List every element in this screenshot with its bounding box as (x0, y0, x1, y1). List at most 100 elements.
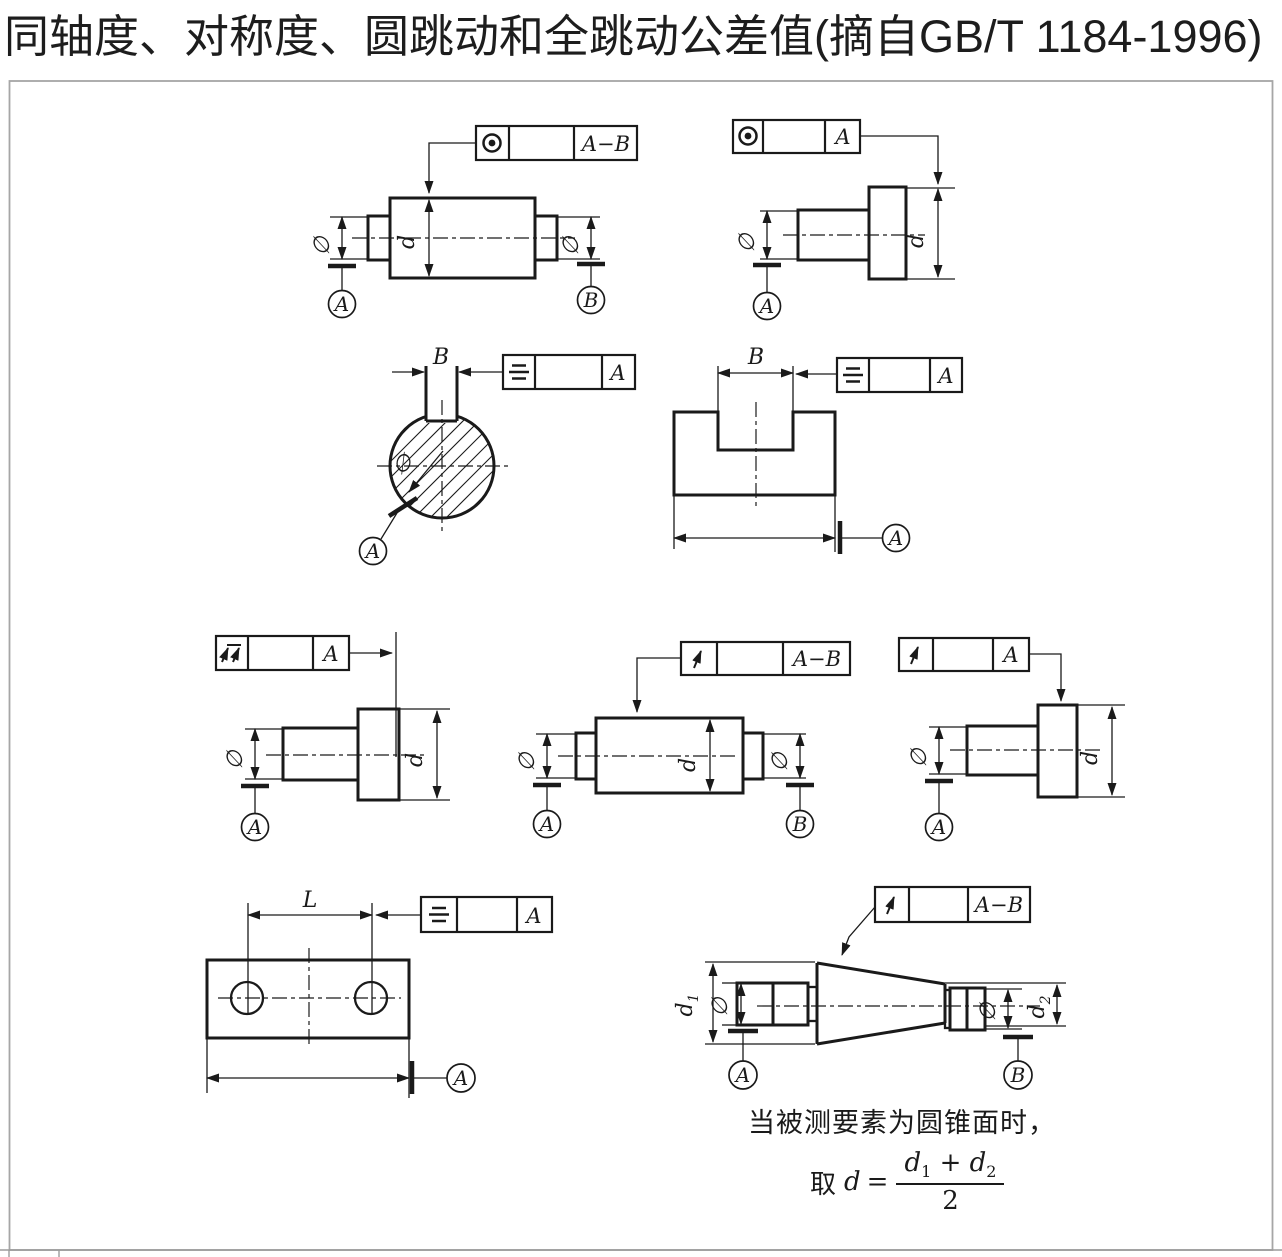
circular-runout-icon (909, 646, 919, 665)
drawing-symmetry-slot-block: B A A (672, 345, 964, 554)
feature-control-frame: A (835, 356, 964, 394)
d-label: d (676, 758, 701, 772)
dimensions (245, 708, 450, 801)
datum-a-label: A (758, 294, 774, 318)
datum-a: A (240, 783, 270, 842)
datum-a: A (728, 1028, 758, 1090)
page-title: 同轴度、对称度、圆跳动和全跳动公差值(摘自GB/T 1184-1996) (4, 11, 1263, 62)
dimensions (377, 367, 508, 532)
dimensions (760, 187, 955, 280)
frame-datum-label: A−B (580, 132, 630, 156)
dimensions (673, 366, 836, 552)
frame-datum-label: A (1001, 643, 1018, 667)
frame-datum-label: A (321, 642, 338, 666)
d2-label: d2 (1025, 995, 1054, 1018)
feature-control-frame: A−B (873, 885, 1032, 924)
drawing-circular-runout-stepped-shaft: A ∅ d A (897, 636, 1125, 842)
datum-a-label: A (734, 1063, 750, 1087)
datum-a-label: A (538, 812, 554, 836)
d1-label: d1 (673, 993, 702, 1016)
d-label: d (403, 753, 428, 767)
dimensions (206, 903, 410, 1098)
datum-b: B (576, 261, 606, 315)
datum-a: A (752, 262, 782, 321)
d-label: d (395, 235, 420, 249)
formula-var: d (844, 1167, 861, 1198)
datum-a-label: A (452, 1066, 468, 1090)
datum-a: A (837, 521, 911, 554)
diameter-label: ∅ (310, 236, 335, 256)
b-label: B (747, 345, 764, 370)
feature-control-frame: A (419, 895, 554, 934)
symmetry-icon (843, 367, 863, 383)
frame-datum-label: A (524, 904, 541, 928)
datum-a: A (409, 1061, 476, 1094)
datum-a: A (924, 778, 954, 842)
feature-control-frame: A (731, 118, 862, 155)
diameter-label: ∅ (768, 752, 793, 772)
drawing-coaxiality-shaft-a-b: A−B ∅ ∅ d A (310, 124, 639, 319)
feature-control-frame: A (501, 353, 637, 391)
frame-datum-label: A−B (973, 893, 1023, 917)
leader-line (632, 657, 681, 713)
circular-runout-icon (885, 896, 895, 915)
diameter-label: ∅ (515, 752, 540, 772)
frame-datum-label: A (608, 361, 625, 385)
symmetry-icon (509, 364, 529, 380)
drawing-symmetry-plate-two-holes: L A A (205, 888, 554, 1098)
drawing-total-runout-stepped-shaft: A ∅ d A (214, 632, 450, 842)
datum-a-label: A (333, 292, 349, 316)
datum-b: B (1003, 1034, 1033, 1090)
datum-a: A (532, 782, 562, 839)
datum-b: B (785, 782, 815, 839)
concentricity-icon (738, 126, 758, 146)
leader-line (841, 906, 876, 956)
b-label: B (432, 345, 449, 370)
diameter-label: ∅ (735, 233, 760, 253)
datum-a-label: A (887, 526, 903, 550)
leader-line (860, 135, 943, 185)
dimensions (330, 199, 600, 277)
part-outline (205, 958, 411, 1040)
part-outline (965, 703, 1079, 799)
frame-datum-label: A (833, 125, 850, 149)
drawing-circular-runout-cone: A−B d (673, 885, 1066, 1090)
figure-border (8, 80, 1274, 1251)
diameter-label: ∅ (907, 748, 932, 768)
d-label: d (904, 234, 929, 248)
part-outline (796, 185, 908, 281)
datum-a: A (327, 263, 357, 319)
datum-a-label: A (246, 815, 262, 839)
fraction-numerator: d1 + d2 (904, 1148, 997, 1182)
datum-a: A (358, 496, 419, 566)
drawing-coaxiality-stepped-shaft-a: A ∅ d A (731, 118, 955, 321)
fraction-denominator: 2 (896, 1183, 1005, 1216)
diameter-label: ∅ (976, 1002, 1001, 1022)
dimensions (536, 719, 806, 792)
datum-b-label: B (1010, 1063, 1026, 1087)
d-label: d (1078, 751, 1103, 765)
part-outline (735, 961, 987, 1046)
bottom-table-fragment (0, 1249, 1282, 1257)
drawing-symmetry-keyway-circle: B ∅ A A (358, 345, 637, 566)
total-runout-icon (219, 644, 241, 663)
leader-line (424, 142, 476, 194)
datum-b-label: B (792, 812, 808, 836)
datum-a-label: A (364, 539, 380, 563)
l-label: L (302, 888, 318, 913)
part-outline (672, 410, 837, 497)
formula-take: 取 (810, 1169, 837, 1200)
feature-control-frame: A−B (679, 640, 852, 677)
symmetry-icon (429, 906, 449, 923)
feature-control-frame: A (214, 634, 351, 672)
datum-b-label: B (583, 288, 599, 312)
cone-note-line1: 当被测要素为圆锥面时， (748, 1108, 1056, 1139)
concentricity-icon (482, 133, 502, 153)
diameter-label: ∅ (708, 997, 733, 1017)
diameter-label: ∅ (559, 236, 584, 256)
frame-datum-label: A−B (791, 647, 841, 671)
dimensions (705, 961, 1066, 1045)
